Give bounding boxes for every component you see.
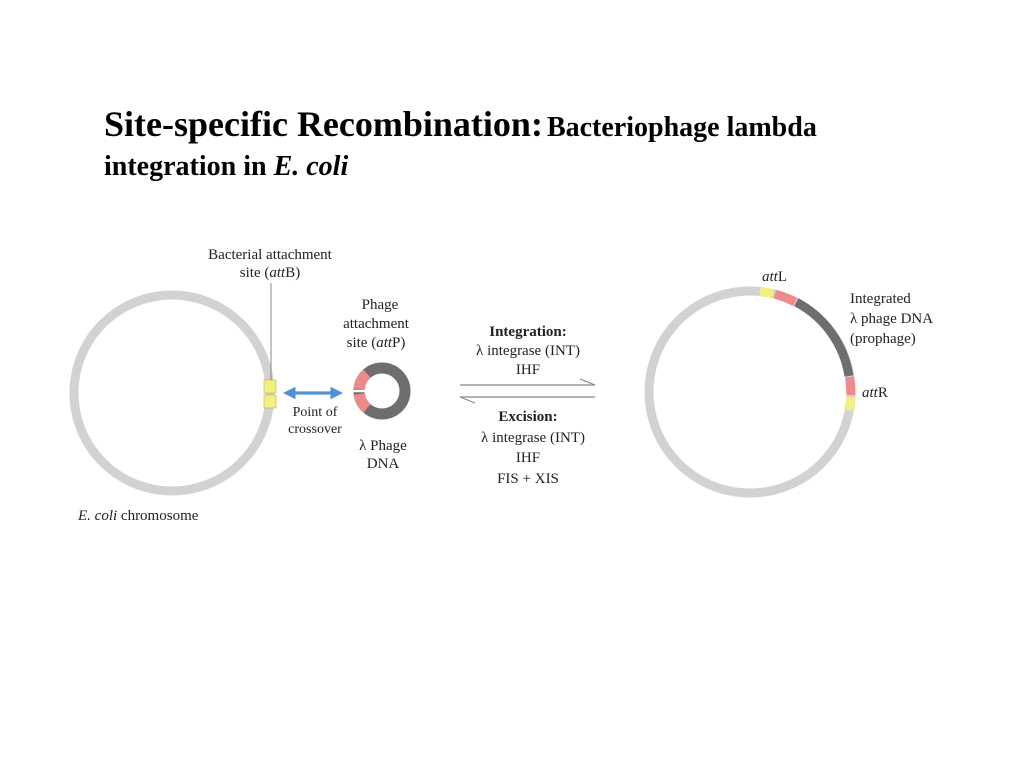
excision-fis-xis: FIS + XIS (497, 471, 559, 487)
attL-label: attL (762, 269, 787, 285)
forward-arrow-barb (579, 378, 596, 386)
phage-dna-label-line1: λ Phage (359, 438, 407, 454)
reaction-arrows (459, 378, 596, 404)
integrated-chromosome (644, 286, 856, 498)
attL-core (759, 287, 775, 298)
attB-label-line1: Bacterial attachment (208, 247, 333, 263)
chromosome-label: E. coli chromosome (77, 508, 199, 524)
attR-label: attR (862, 385, 888, 401)
attB-site-lower (263, 394, 277, 409)
title-line2-prefix: integration in (104, 151, 274, 182)
integrated-label-line1: Integrated (850, 291, 911, 307)
title-main: Site-specific Recombination: (104, 104, 543, 144)
excision-ihf: IHF (516, 450, 540, 466)
excision-enzyme: λ integrase (INT) (481, 430, 585, 446)
integrated-label-line2: λ phage DNA (850, 311, 933, 327)
title-line2: integration in E. coli (104, 149, 984, 184)
attL-arm (773, 289, 798, 307)
integration-enzyme: λ integrase (INT) (476, 343, 580, 359)
attR-arm (845, 376, 856, 396)
attP-label-line2: attachment (343, 316, 410, 332)
title-sub: Bacteriophage lambda (546, 112, 817, 143)
integration-title: Integration: (489, 324, 567, 340)
excision-title: Excision: (498, 409, 557, 425)
attP-label-line3: site (attP) (347, 335, 406, 351)
attP-arm-lower (353, 392, 371, 413)
phage-dna-circle (352, 362, 411, 420)
attB-label-line2: site (attB) (240, 265, 300, 281)
chromosome-ring (69, 290, 275, 496)
phage-dna-label-line2: DNA (367, 456, 400, 472)
attP-arm-upper (353, 369, 371, 390)
reverse-arrow-barb (459, 396, 476, 404)
crossover-label-line1: Point of (293, 405, 338, 420)
integration-ihf: IHF (516, 362, 540, 378)
prophage-arc (794, 298, 854, 377)
attB-site-upper (263, 379, 277, 394)
attR-core (844, 396, 856, 412)
ecoli-chromosome (69, 283, 277, 496)
integrated-label-line3: (prophage) (850, 331, 916, 347)
crossover-label-line2: crossover (288, 422, 342, 437)
attP-label-line1: Phage (362, 297, 399, 313)
slide-title: Site-specific Recombination: Bacteriopha… (104, 102, 984, 184)
title-line2-organism: E. coli (273, 151, 349, 182)
